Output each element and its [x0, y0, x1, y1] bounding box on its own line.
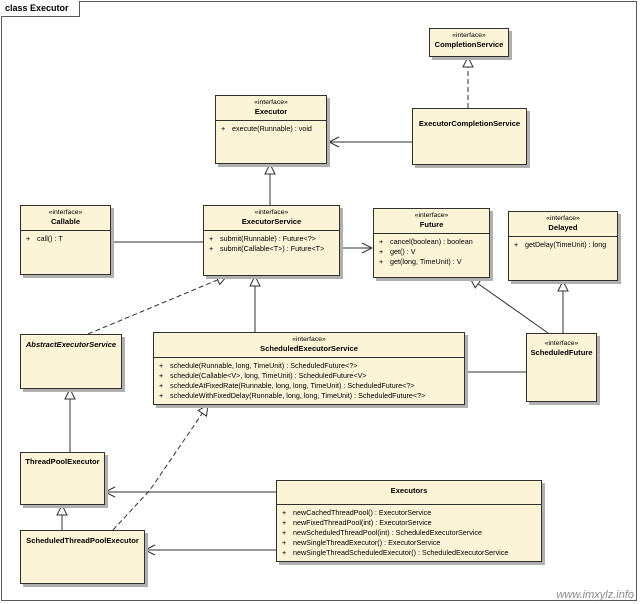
class-name: Future	[419, 220, 444, 229]
class-scheduled-thread-pool-executor[interactable]: ScheduledThreadPoolExecutor	[20, 530, 145, 584]
operation: +get() : V	[379, 247, 416, 256]
stereotype-label: «interface»	[452, 32, 486, 39]
operation: +newSingleThreadExecutor() : ExecutorSer…	[282, 538, 441, 547]
class-name: Executors	[390, 486, 428, 495]
class-name: AbstractExecutorService	[25, 340, 117, 349]
operation: +scheduleAtFixedRate(Runnable, long, lon…	[159, 381, 415, 390]
class-callable[interactable]: «interface» Callable +call() : T	[20, 205, 111, 275]
operation: +schedule(Callable<V>, long, TimeUnit) :…	[159, 371, 367, 380]
operation-list: +schedule(Runnable, long, TimeUnit) : Sc…	[154, 358, 464, 403]
operation: +newSingleThreadScheduledExecutor() : Sc…	[282, 548, 509, 557]
class-name: ExecutorCompletionService	[418, 119, 521, 128]
class-scheduled-executor-service[interactable]: «interface» ScheduledExecutorService +sc…	[153, 332, 465, 405]
stereotype-label: «interface»	[544, 340, 579, 347]
class-name: ExecutorService	[241, 217, 302, 226]
class-delayed[interactable]: «interface» Delayed +getDelay(TimeUnit) …	[508, 211, 618, 281]
class-completion-service[interactable]: «interface» CompletionService	[429, 28, 509, 57]
class-name: ScheduledExecutorService	[260, 344, 358, 353]
class-executor-completion-service[interactable]: ExecutorCompletionService	[412, 108, 527, 165]
operation: +call() : T	[26, 234, 63, 243]
class-future[interactable]: «interface» Future +cancel(boolean) : bo…	[373, 208, 490, 278]
operation: +newFixedThreadPool(int) : ExecutorServi…	[282, 518, 432, 527]
operation: +submit(Callable<T>) : Future<T>	[209, 244, 325, 253]
stereotype-label: «interface»	[254, 209, 289, 216]
class-thread-pool-executor[interactable]: ThreadPoolExecutor	[20, 452, 105, 505]
stereotype-label: «interface»	[254, 99, 288, 106]
operation: +schedule(Runnable, long, TimeUnit) : Sc…	[159, 361, 358, 370]
stereotype-label: «interface»	[48, 209, 83, 216]
class-scheduled-future[interactable]: «interface» ScheduledFuture	[526, 333, 597, 402]
operation: +newScheduledThreadPool(int) : Scheduled…	[282, 528, 482, 537]
class-name: Executor	[254, 107, 288, 116]
operation: +newCachedThreadPool() : ExecutorService	[282, 508, 432, 517]
class-executor-service[interactable]: «interface» ExecutorService +submit(Runn…	[203, 205, 340, 276]
generalization-scheduledfuture-future	[470, 278, 549, 334]
operation-list: +submit(Runnable) : Future<?> +submit(Ca…	[204, 231, 339, 256]
operation: +cancel(boolean) : boolean	[379, 237, 473, 246]
operation-list: +newCachedThreadPool() : ExecutorService…	[277, 505, 541, 560]
operation: +getDelay(TimeUnit) : long	[514, 240, 607, 249]
operation: +scheduleWithFixedDelay(Runnable, long, …	[159, 391, 426, 400]
class-name: CompletionService	[434, 40, 504, 49]
realization-stpe-ses	[112, 405, 208, 531]
class-abstract-executor-service[interactable]: AbstractExecutorService	[20, 334, 122, 389]
class-executor[interactable]: «interface» Executor +execute(Runnable) …	[215, 95, 327, 164]
class-name: ScheduledThreadPoolExecutor	[26, 536, 139, 545]
class-executors[interactable]: Executors +newCachedThreadPool() : Execu…	[276, 480, 542, 562]
watermark: www.imxylz.info	[556, 589, 634, 601]
stereotype-label: «interface»	[546, 215, 580, 222]
class-name: ScheduledFuture	[530, 348, 593, 357]
realization-abstract-executorservice	[87, 276, 227, 335]
class-name: Callable	[50, 217, 81, 226]
operation: +execute(Runnable) : void	[221, 124, 312, 133]
diagram-frame-label: class Executor	[1, 1, 80, 17]
class-name: Delayed	[548, 223, 578, 232]
operation-list: +cancel(boolean) : boolean +get() : V +g…	[374, 234, 489, 269]
operation: +submit(Runnable) : Future<?>	[209, 234, 316, 243]
class-name: ThreadPoolExecutor	[25, 457, 100, 466]
stereotype-label: «interface»	[292, 336, 326, 343]
stereotype-label: «interface»	[414, 212, 449, 219]
operation: +get(long, TimeUnit) : V	[379, 257, 462, 266]
operation-list: +getDelay(TimeUnit) : long	[509, 237, 617, 252]
operation-list: +execute(Runnable) : void	[216, 121, 326, 136]
operation-list: +call() : T	[21, 231, 110, 246]
